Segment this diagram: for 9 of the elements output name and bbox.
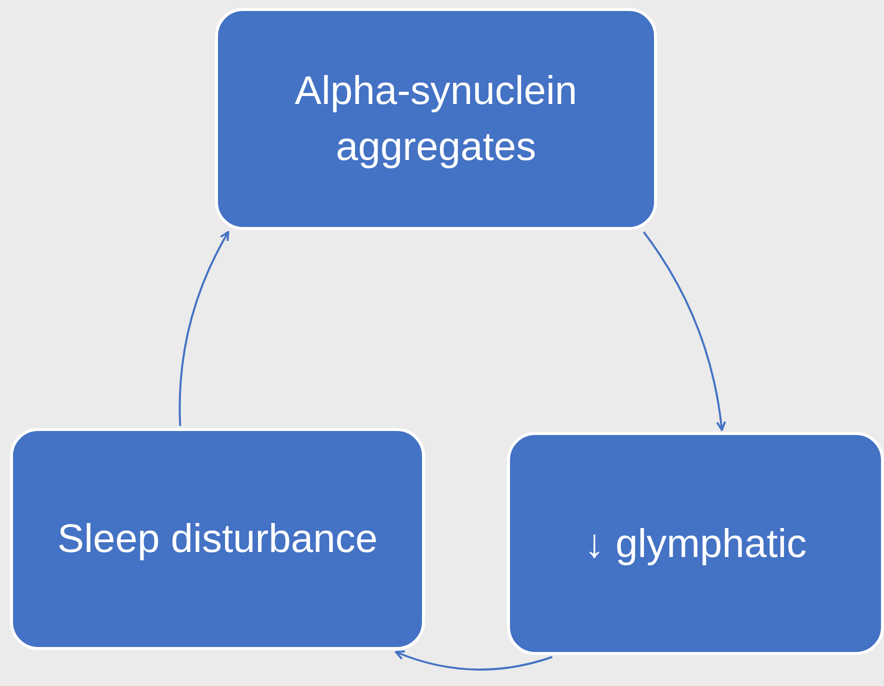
process-box <box>507 432 884 655</box>
curved-arrow <box>642 231 726 431</box>
process-box <box>10 428 425 650</box>
process-box <box>215 8 657 230</box>
curved-arrow <box>394 650 553 670</box>
curved-arrow <box>178 231 230 426</box>
box-label: ↓ glymphatic <box>584 520 807 568</box>
box-label: Alpha-synuclein aggregates <box>294 68 578 171</box>
box-label: Sleep disturbance <box>57 516 378 563</box>
